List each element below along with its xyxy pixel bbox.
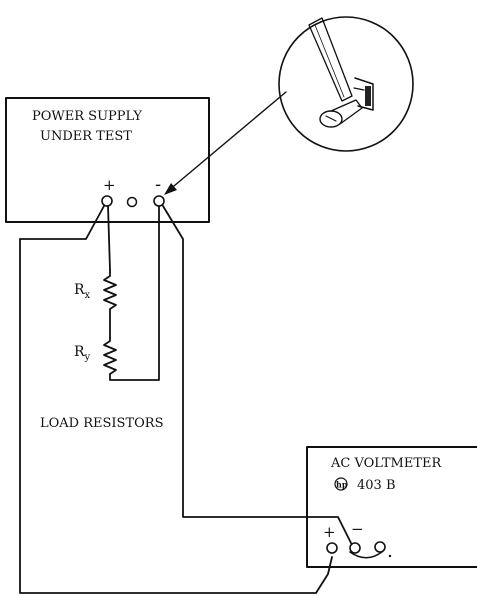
power-supply-title-line2: UNDER TEST <box>40 129 132 144</box>
detail-leader-arrow <box>167 91 287 192</box>
power-supply-title-line1: POWER SUPPLY <box>32 109 142 124</box>
voltmeter-minus-label: − <box>351 520 364 538</box>
power-supply-minus-label: - <box>155 174 161 195</box>
hp-logo-text: hp <box>336 480 348 490</box>
ac-voltmeter-unit: AC VOLTMETER hp 403 B + − <box>306 446 477 568</box>
hp-logo-icon <box>334 477 348 491</box>
probe-icon <box>308 17 353 102</box>
resistor-ry <box>103 337 117 375</box>
load-resistors: Rx Ry LOAD RESISTORS <box>40 269 163 431</box>
voltmeter-minus-terminal <box>349 542 361 554</box>
wiring <box>19 205 353 594</box>
power-supply-ground-terminal <box>126 196 138 208</box>
voltmeter-ground-strap <box>349 550 384 559</box>
wire-minus-to-voltmeter <box>162 205 353 546</box>
power-supply-unit: POWER SUPPLY UNDER TEST + - <box>5 97 210 223</box>
voltmeter-ground-terminal <box>374 541 386 553</box>
power-supply-plus-label: + <box>103 176 116 194</box>
terminal-detail-inset <box>164 16 414 195</box>
power-supply-minus-terminal <box>153 195 165 207</box>
ry-subscript: y <box>84 352 91 363</box>
arrow-head-icon <box>164 183 177 195</box>
voltmeter-dot <box>388 554 392 558</box>
ac-voltmeter-model: 403 B <box>357 478 396 493</box>
rx-label: Rx <box>74 282 91 301</box>
detail-circle <box>278 16 414 152</box>
power-supply-box <box>5 97 210 223</box>
wire-minus-to-ry <box>109 205 160 381</box>
power-supply-plus-terminal <box>101 195 113 207</box>
voltmeter-plus-terminal <box>326 542 338 554</box>
wire-plus-to-left-bus <box>19 205 105 240</box>
voltmeter-plus-label: + <box>323 523 336 541</box>
rx-subscript: x <box>85 290 91 301</box>
resistor-rx <box>103 269 117 339</box>
wire-plus-to-rx <box>107 205 111 271</box>
wire-left-bus <box>19 238 333 594</box>
panel-edge-icon <box>354 77 374 111</box>
ac-voltmeter-title: AC VOLTMETER <box>330 456 442 471</box>
ac-voltmeter-box <box>306 446 477 568</box>
ry-label: Ry <box>74 344 91 363</box>
load-resistors-caption: LOAD RESISTORS <box>40 416 163 431</box>
